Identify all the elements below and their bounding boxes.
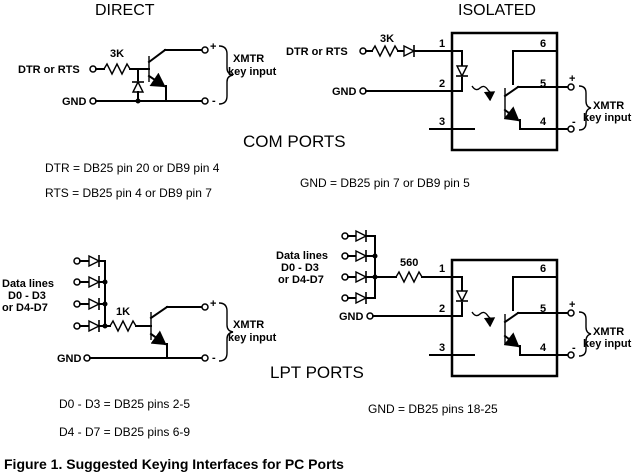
com-isolated-series-diode: [403, 44, 415, 58]
com-direct-xmtr-plus-terminal: [201, 46, 209, 54]
svg-text:4: 4: [540, 116, 547, 128]
lpt-direct-xmtr-minus-terminal: [201, 354, 209, 362]
lpt-isolated-diode: [355, 270, 367, 284]
lpt-direct-circuit: Data lines D0 - D3 or D4-D7 1K GND: [2, 254, 277, 365]
com-isolated-resistor-value: 3K: [380, 33, 394, 45]
heading-direct: DIRECT: [95, 2, 155, 19]
com-direct-circuit: DTR or RTS 3K GND + - XMTR key input: [18, 41, 277, 108]
svg-text:2: 2: [439, 78, 445, 90]
lpt-direct-resistor-value: 1K: [116, 306, 130, 318]
lpt-direct-gnd-label: GND: [57, 353, 82, 365]
lpt-direct-brace: [218, 302, 234, 362]
heading-isolated: ISOLATED: [458, 2, 536, 19]
lpt-note-d4-d7: D4 - D7 = DB25 pins 6-9: [59, 425, 190, 439]
lpt-direct-key-input-label: key input: [228, 332, 277, 344]
com-direct-key-input-label: key input: [228, 66, 277, 78]
com-isolated-key-input-label: key input: [583, 112, 632, 124]
svg-text:+: +: [569, 299, 575, 311]
figure-caption: Figure 1. Suggested Keying Interfaces fo…: [4, 456, 344, 472]
svg-text:+: +: [569, 73, 575, 85]
lpt-isolated-resistor: [395, 270, 423, 284]
com-isolated-xmtr-minus-terminal: [567, 125, 575, 133]
com-isolated-input-label: DTR or RTS: [286, 46, 348, 58]
com-isolated-resistor: [371, 44, 399, 58]
com-direct-gnd-label: GND: [62, 96, 87, 108]
com-isolated-brace: [578, 85, 592, 131]
svg-text:1: 1: [439, 263, 445, 275]
lpt-isolated-xmtr-label: XMTR: [593, 326, 624, 338]
svg-text:5: 5: [540, 78, 546, 90]
com-direct-xmtr-minus-terminal: [201, 97, 209, 105]
com-note-gnd: GND = DB25 pin 7 or DB9 pin 5: [300, 176, 470, 190]
svg-text:-: -: [212, 352, 216, 364]
svg-text:6: 6: [540, 263, 546, 275]
svg-text:3: 3: [439, 116, 445, 128]
svg-text:-: -: [572, 116, 576, 128]
com-isolated-xmtr-plus-terminal: [567, 83, 575, 91]
com-isolated-xmtr-label: XMTR: [593, 100, 624, 112]
svg-text:D0 - D3: D0 - D3: [281, 262, 319, 274]
lpt-isolated-data-lines-label: Data lines: [276, 250, 328, 262]
lpt-isolated-key-input-label: key input: [583, 338, 632, 350]
lpt-note-gnd: GND = DB25 pins 18-25: [368, 402, 498, 416]
com-note-dtr: DTR = DB25 pin 20 or DB9 pin 4: [45, 161, 220, 175]
heading-lpt-ports: LPT PORTS: [270, 363, 364, 382]
svg-text:5: 5: [540, 303, 546, 315]
svg-text:3: 3: [439, 342, 445, 354]
svg-text:1: 1: [439, 38, 445, 50]
lpt-direct-xmtr-label: XMTR: [233, 319, 264, 331]
svg-text:D0 - D3: D0 - D3: [8, 290, 46, 302]
lpt-direct-xmtr-plus-terminal: [201, 303, 209, 311]
lpt-isolated-xmtr-minus-terminal: [567, 351, 575, 359]
svg-text:6: 6: [540, 38, 546, 50]
svg-text:-: -: [572, 342, 576, 354]
com-direct-xmtr-label: XMTR: [233, 53, 264, 65]
com-direct-input-label: DTR or RTS: [18, 64, 80, 76]
lpt-direct-resistor: [109, 319, 137, 333]
svg-text:or D4-D7: or D4-D7: [2, 302, 48, 314]
lpt-isolated-diode: [355, 291, 367, 305]
lpt-optocoupler-light-arrow: [471, 311, 496, 328]
lpt-isolated-brace: [578, 311, 592, 357]
com-optocoupler-light-arrow: [471, 85, 496, 102]
com-direct-diode: [131, 81, 145, 93]
lpt-note-d0-d3: D0 - D3 = DB25 pins 2-5: [59, 397, 190, 411]
lpt-isolated-circuit: Data lines D0 - D3 or D4-D7 560 GND 1 2 …: [276, 229, 632, 378]
com-direct-brace: [218, 45, 234, 105]
heading-com-ports: COM PORTS: [243, 132, 346, 151]
svg-text:or D4-D7: or D4-D7: [278, 274, 324, 286]
lpt-direct-diode: [88, 275, 100, 289]
com-direct-resistor-value: 3K: [110, 48, 124, 60]
com-isolated-gnd-label: GND: [332, 86, 357, 98]
lpt-isolated-xmtr-plus-terminal: [567, 309, 575, 317]
lpt-isolated-gnd-label: GND: [339, 311, 364, 323]
lpt-direct-data-lines-label: Data lines: [2, 278, 54, 290]
lpt-isolated-resistor-value: 560: [400, 257, 418, 269]
svg-text:4: 4: [540, 342, 547, 354]
com-isolated-circuit: DTR or RTS 3K GND 1 2 3 4 5 6: [286, 31, 632, 152]
svg-text:-: -: [212, 95, 216, 107]
lpt-isolated-diode: [355, 249, 367, 263]
svg-text:+: +: [210, 41, 216, 53]
lpt-isolated-diode: [355, 229, 367, 243]
svg-text:2: 2: [439, 303, 445, 315]
lpt-direct-diode: [88, 319, 100, 333]
lpt-direct-diode: [88, 297, 100, 311]
svg-text:+: +: [210, 298, 216, 310]
lpt-direct-diode: [88, 254, 100, 268]
com-direct-resistor: [103, 62, 131, 76]
com-note-rts: RTS = DB25 pin 4 or DB9 pin 7: [45, 186, 212, 200]
